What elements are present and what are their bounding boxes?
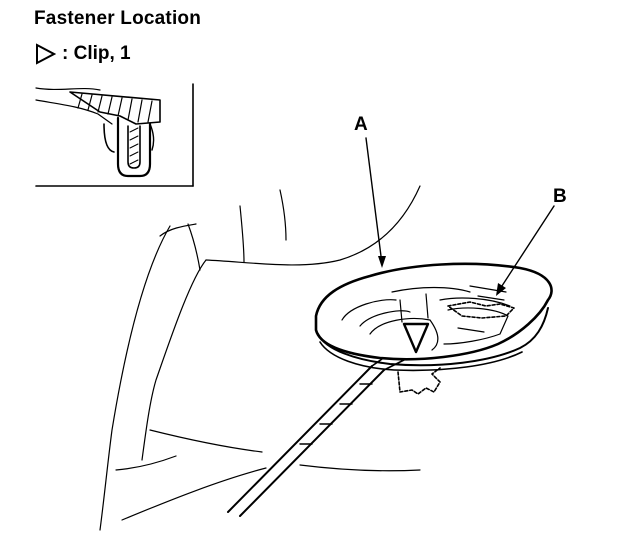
inset-panel-section bbox=[69, 91, 161, 125]
cover-switch-recesses bbox=[341, 285, 511, 351]
triangle-outline-icon bbox=[36, 43, 56, 65]
fastener-legend: : Clip, 1 bbox=[34, 43, 131, 65]
callout-label-b: B bbox=[553, 186, 567, 207]
callout-label-a: A bbox=[354, 114, 368, 135]
callout-leaders bbox=[365, 137, 555, 296]
page-title: Fastener Location bbox=[34, 8, 202, 29]
seat-switch-cover bbox=[314, 262, 553, 395]
legend-text: : Clip, 1 bbox=[62, 43, 131, 64]
clip-location-marker-icon bbox=[402, 322, 430, 354]
inset-clip bbox=[103, 116, 155, 178]
hidden-clip-tab bbox=[397, 367, 441, 395]
seat-outline bbox=[99, 185, 421, 531]
hidden-clip-b bbox=[447, 301, 515, 319]
inset-detail bbox=[35, 83, 194, 187]
seat-trim-strip bbox=[227, 351, 405, 517]
